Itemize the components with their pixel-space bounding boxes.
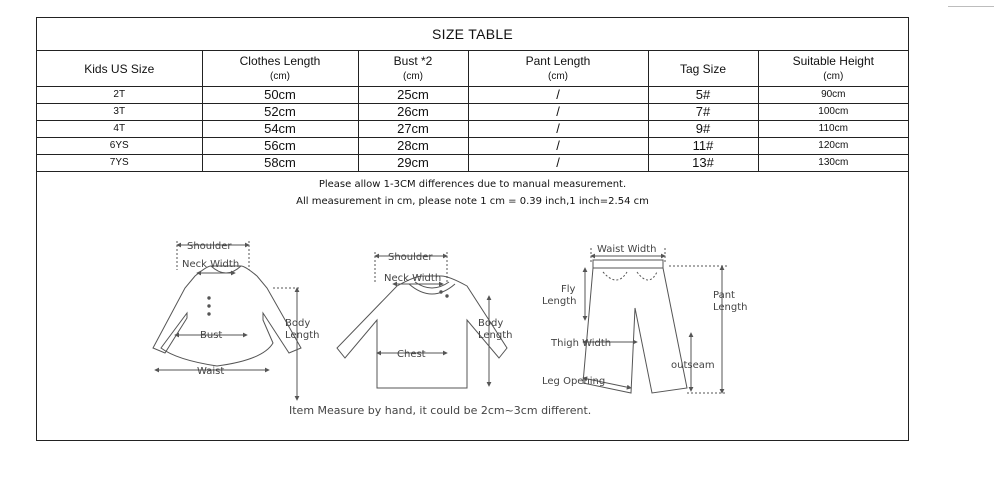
- table-title: SIZE TABLE: [37, 18, 909, 51]
- header-unit: (cm): [823, 70, 844, 82]
- table-cell: 25cm: [357, 86, 469, 104]
- table-cell: 28cm: [357, 137, 469, 155]
- header-label: Clothes Length: [239, 53, 321, 68]
- pants-leg-opening-label: Leg Opening: [542, 376, 605, 387]
- shirt-outline: [336, 275, 508, 389]
- table-cell: 58cm: [201, 154, 359, 172]
- footer-note: Item Measure by hand, it could be 2cm~3c…: [289, 404, 592, 417]
- shirt-body-label: Body: [478, 318, 503, 329]
- table-cell: 3T: [37, 103, 203, 121]
- table-cell: 50cm: [201, 86, 359, 104]
- header-label: Bust *2: [393, 53, 433, 68]
- dress-shoulder-label: Shoulder: [187, 241, 232, 252]
- measurement-diagrams: Shoulder Neck Width Bust Waist Body Leng…: [152, 241, 748, 401]
- dress-outline: [152, 265, 302, 367]
- table-cell: 100cm: [757, 103, 909, 121]
- pants-fly-label: Fly: [561, 284, 576, 295]
- header-cell: Clothes Length (cm): [201, 50, 359, 87]
- table-cell: 9#: [647, 120, 759, 138]
- shirt-chest-label: Chest: [397, 349, 426, 360]
- table-cell: /: [467, 103, 649, 121]
- table-cell: 90cm: [757, 86, 909, 104]
- dress-neck-width-label: Neck Width: [182, 259, 239, 270]
- size-table: SIZE TABLE Kids US Size Clothes Length (cm…: [37, 18, 909, 172]
- shirt-neck-width-label: Neck Width: [384, 273, 441, 284]
- pants-outseam-label: outseam: [671, 360, 715, 371]
- header-unit: (cm): [270, 70, 290, 82]
- pants-pant-label: Pant: [713, 290, 735, 301]
- header-unit: (cm): [548, 70, 568, 82]
- pants-thigh-width-label: Thigh Width: [550, 338, 611, 349]
- shirt-length-label: Length: [478, 330, 513, 341]
- header-label: Pant Length: [525, 53, 591, 68]
- header-cell: Pant Length (cm): [467, 50, 649, 87]
- table-cell: 52cm: [201, 103, 359, 121]
- table-cell: /: [467, 120, 649, 138]
- table-cell: 29cm: [357, 154, 469, 172]
- size-chart-frame: SIZE TABLE Kids US Size Clothes Length (cm…: [36, 17, 909, 441]
- shirt-diagram: [336, 252, 508, 389]
- header-label: Suitable Height: [792, 53, 874, 68]
- dress-waist-label: Waist: [197, 366, 224, 377]
- corner-rule: [948, 6, 994, 7]
- table-cell: 13#: [647, 154, 759, 172]
- pants-pant-length-label: Length: [713, 302, 748, 313]
- table-cell: 54cm: [201, 120, 359, 138]
- table-cell: 5#: [647, 86, 759, 104]
- pants-fly-length-label: Length: [542, 296, 577, 307]
- table-cell: 27cm: [357, 120, 469, 138]
- table-cell: 4T: [37, 120, 203, 138]
- dress-diagram: [152, 241, 302, 401]
- pants-waist-width-label: Waist Width: [597, 244, 657, 255]
- table-cell: 26cm: [357, 103, 469, 121]
- shirt-shoulder-label: Shoulder: [388, 252, 433, 263]
- table-cell: 130cm: [757, 154, 909, 172]
- table-cell: 7YS: [37, 154, 203, 172]
- table-cell: 6YS: [37, 137, 203, 155]
- table-cell: /: [467, 154, 649, 172]
- header-label: Tag Size: [679, 61, 727, 76]
- table-header-row: Kids US Size Clothes Length (cm) Bust *2 (cm…: [37, 50, 909, 87]
- dress-bust-label: Bust: [200, 330, 222, 341]
- header-cell: Bust *2 (cm): [357, 50, 469, 87]
- table-cell: /: [467, 137, 649, 155]
- header-cell: Kids US Size: [37, 50, 203, 87]
- table-cell: 7#: [647, 103, 759, 121]
- header-label: Kids US Size: [84, 61, 155, 76]
- table-cell: 110cm: [757, 120, 909, 138]
- measurement-notes: Please allow 1-3CM differences due to ma…: [37, 176, 908, 210]
- header-unit: (cm): [403, 70, 423, 82]
- table-cell: 120cm: [757, 137, 909, 155]
- header-cell: Tag Size: [647, 50, 759, 87]
- note-line-1: Please allow 1-3CM differences due to ma…: [318, 179, 627, 190]
- table-cell: /: [467, 86, 649, 104]
- table-cell: 2T: [37, 86, 203, 104]
- note-line-2: All measurement in cm, please note 1 cm …: [296, 196, 649, 207]
- dress-length-label: Length: [285, 330, 320, 341]
- pants-diagram: [582, 248, 727, 394]
- table-cell: 11#: [647, 137, 759, 155]
- header-cell: Suitable Height (cm): [757, 50, 909, 87]
- dress-body-label: Body: [285, 318, 310, 329]
- table-cell: 56cm: [201, 137, 359, 155]
